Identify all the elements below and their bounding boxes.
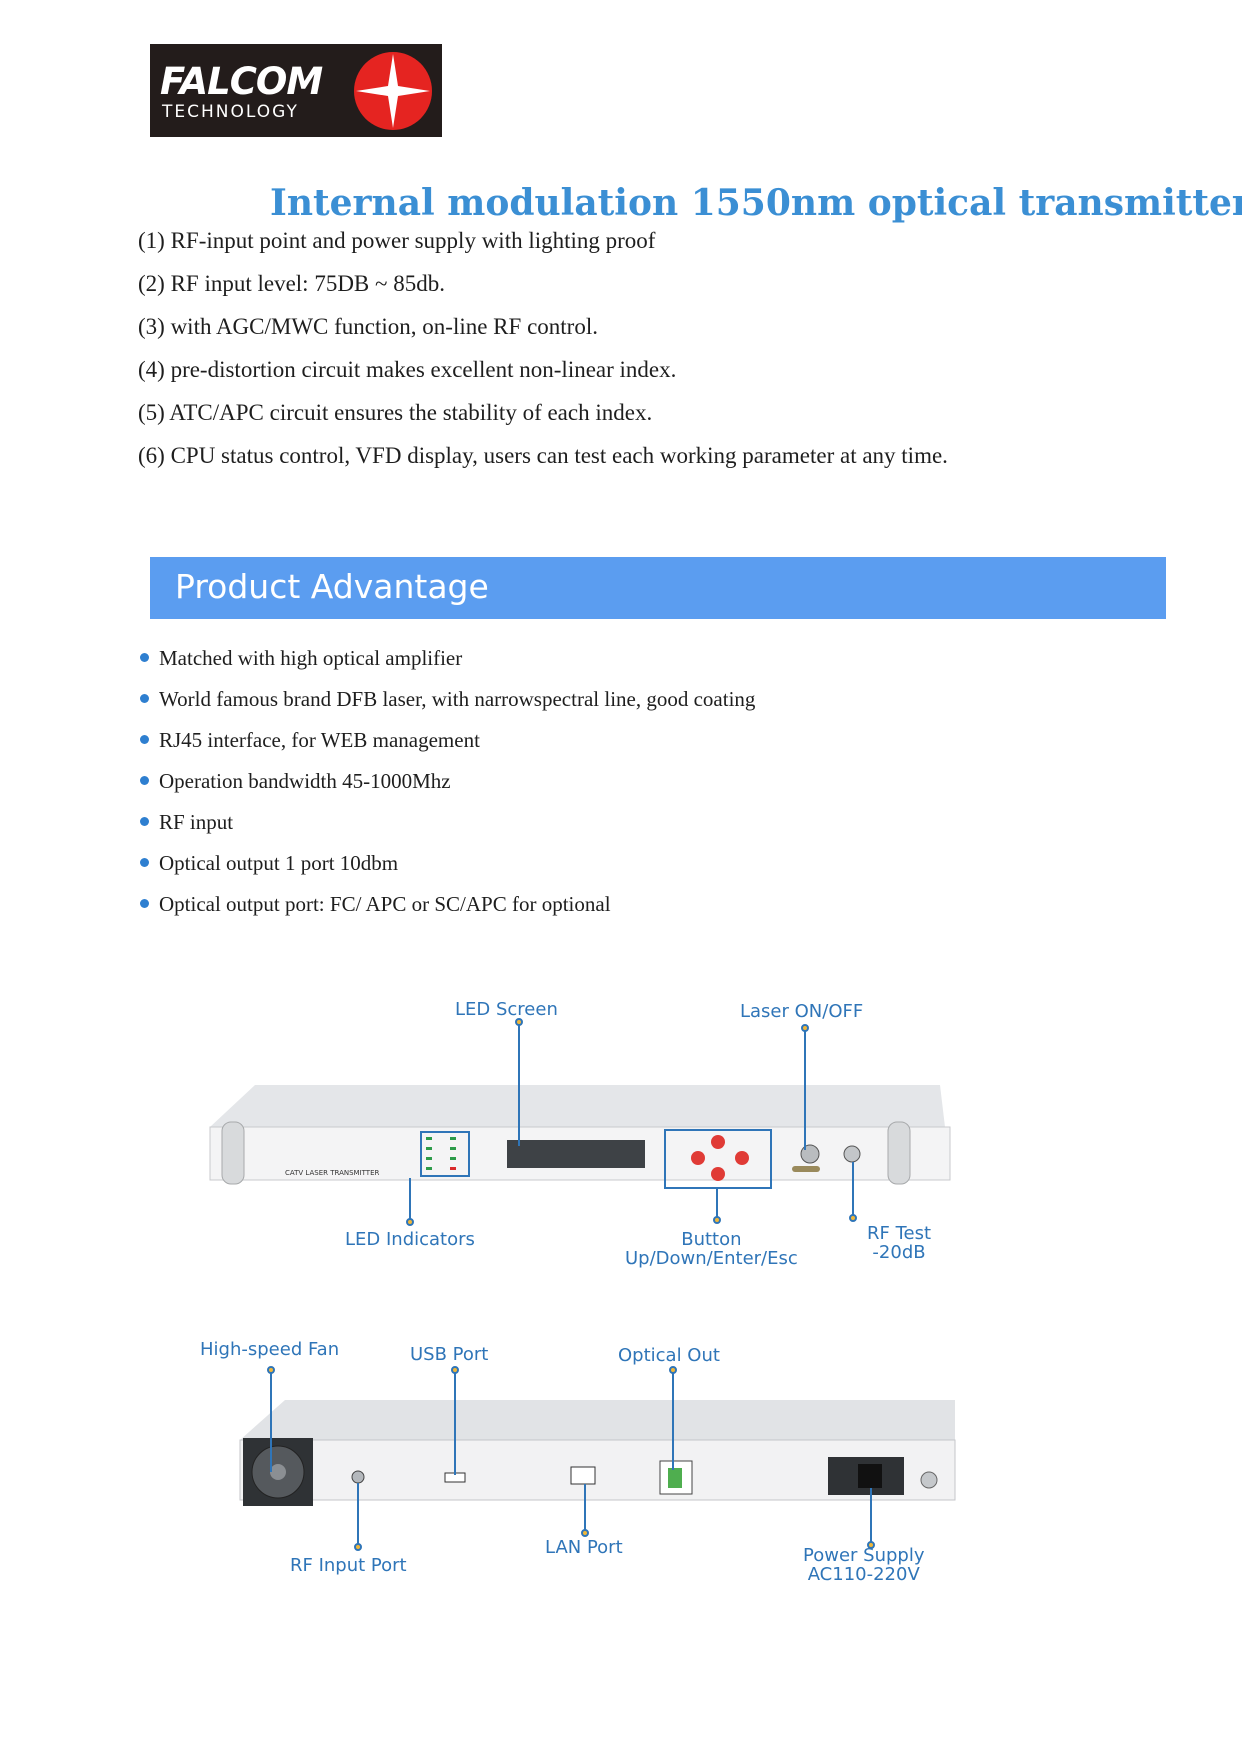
star-cross-icon	[354, 52, 432, 130]
list-item-text: Optical output 1 port 10dbm	[159, 850, 399, 875]
bullet-icon	[140, 776, 149, 785]
rear-panel-image	[239, 1366, 956, 1551]
product-advantage-banner: Product Advantage	[150, 557, 1166, 619]
label-fan: High-speed Fan	[200, 1339, 340, 1360]
device-model-text: CATV LASER TRANSMITTER	[285, 1169, 380, 1177]
label-usb-port: USB Port	[410, 1344, 489, 1365]
bullet-icon	[140, 858, 149, 867]
list-item: Operation bandwidth 45-1000Mhz	[140, 760, 755, 801]
label-buttons: Button Up/Down/Enter/Esc	[625, 1230, 798, 1268]
front-panel-image	[209, 1018, 951, 1226]
feature-item: (3) with AGC/MWC function, on-line RF co…	[138, 314, 598, 339]
label-power-supply-line2: AC110-220V	[807, 1564, 920, 1585]
label-rf-test: RF Test -20dB	[867, 1224, 931, 1262]
label-led-indicators: LED Indicators	[345, 1229, 475, 1250]
page-title: Internal modulation 1550nm optical trans…	[270, 182, 1242, 224]
label-buttons-line2: Up/Down/Enter/Esc	[625, 1248, 798, 1269]
company-logo: FALCOM TECHNOLOGY	[150, 44, 442, 137]
label-laser-switch: Laser ON/OFF	[740, 1001, 864, 1022]
label-buttons-line1: Button	[681, 1229, 742, 1250]
list-item-text: RF input	[159, 809, 234, 834]
list-item: Matched with high optical amplifier	[140, 637, 755, 678]
bullet-icon	[140, 653, 149, 662]
bullet-icon	[140, 694, 149, 703]
label-optical-out: Optical Out	[618, 1345, 720, 1366]
list-item-text: Matched with high optical amplifier	[159, 645, 463, 670]
logo-tagline: TECHNOLOGY	[162, 102, 299, 122]
feature-item: (6) CPU status control, VFD display, use…	[138, 443, 948, 468]
list-item-text: World famous brand DFB laser, with narro…	[159, 686, 756, 711]
advantage-list: Matched with high optical amplifier Worl…	[140, 637, 755, 924]
bullet-icon	[140, 817, 149, 826]
label-led-screen: LED Screen	[455, 999, 558, 1020]
label-lan-port: LAN Port	[545, 1537, 623, 1558]
label-rf-input-port: RF Input Port	[290, 1555, 407, 1576]
rear-panel-diagram: High-speed Fan USB Port Optical Out RF I…	[195, 1340, 975, 1600]
list-item-text: RJ45 interface, for WEB management	[159, 727, 480, 752]
list-item: Optical output port: FC/ APC or SC/APC f…	[140, 883, 755, 924]
list-item: RJ45 interface, for WEB management	[140, 719, 755, 760]
logo-brand: FALCOM	[160, 60, 323, 103]
feature-item: (5) ATC/APC circuit ensures the stabilit…	[138, 400, 653, 425]
label-rf-test-line2: -20dB	[872, 1242, 926, 1263]
feature-list: (1) RF-input point and power supply with…	[138, 226, 948, 484]
label-power-supply: Power Supply AC110-220V	[803, 1546, 924, 1584]
section-heading: Product Advantage	[175, 567, 489, 606]
label-rf-test-line1: RF Test	[867, 1223, 932, 1244]
feature-item: (2) RF input level: 75DB ~ 85db.	[138, 271, 445, 296]
label-power-supply-line1: Power Supply	[803, 1545, 925, 1566]
list-item: World famous brand DFB laser, with narro…	[140, 678, 755, 719]
list-item-text: Operation bandwidth 45-1000Mhz	[159, 768, 451, 793]
front-panel-diagram: LED Screen Laser ON/OFF CATV LASER TRANS…	[200, 1000, 960, 1270]
feature-item: (1) RF-input point and power supply with…	[138, 228, 656, 253]
list-item-text: Optical output port: FC/ APC or SC/APC f…	[159, 891, 611, 916]
list-item: Optical output 1 port 10dbm	[140, 842, 755, 883]
bullet-icon	[140, 899, 149, 908]
list-item: RF input	[140, 801, 755, 842]
feature-item: (4) pre-distortion circuit makes excelle…	[138, 357, 677, 382]
bullet-icon	[140, 735, 149, 744]
